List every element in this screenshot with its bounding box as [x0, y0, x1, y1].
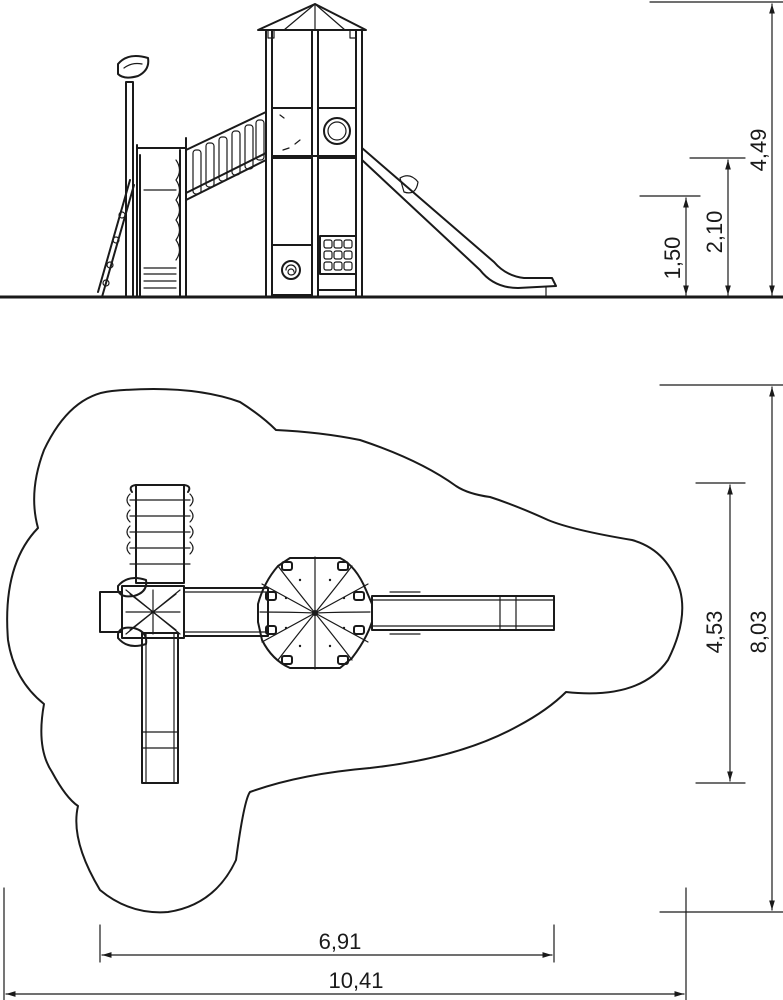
plan-vertical-dimensions: 8,03 4,53: [659, 384, 783, 913]
tower: [257, 3, 367, 298]
plan-horizontal-dimensions: 6,91 10,41: [3, 887, 687, 1000]
dim-area-width: 10,41: [328, 968, 383, 993]
plan-view: 8,03 4,53 6,91 10,41: [3, 384, 783, 1000]
elevation-dimensions: 4,49 2,10 1,50: [639, 1, 783, 296]
slide-plan-bottom: [141, 632, 179, 784]
dim-equipment-width: 6,91: [319, 929, 362, 954]
safety-area-outline: [6, 388, 684, 914]
slide-side: [361, 147, 557, 298]
post-with-cap: [117, 55, 150, 298]
rope-bridge: [185, 111, 267, 201]
deck-left: [99, 577, 185, 647]
climbing-frame: [97, 137, 187, 298]
bridge-plan: [183, 587, 269, 637]
slide-plan-right: [371, 591, 555, 635]
dim-platform-high: 2,10: [702, 211, 727, 254]
elevation-view: 4,49 2,10 1,50: [0, 1, 783, 299]
dim-equipment-depth: 4,53: [702, 611, 727, 654]
tower-roof-plan: [257, 556, 373, 670]
dim-total-height: 4,49: [746, 129, 771, 172]
dim-platform-low: 1,50: [660, 237, 685, 280]
ladder-plan: [126, 484, 194, 584]
dim-area-depth: 8,03: [746, 611, 771, 654]
